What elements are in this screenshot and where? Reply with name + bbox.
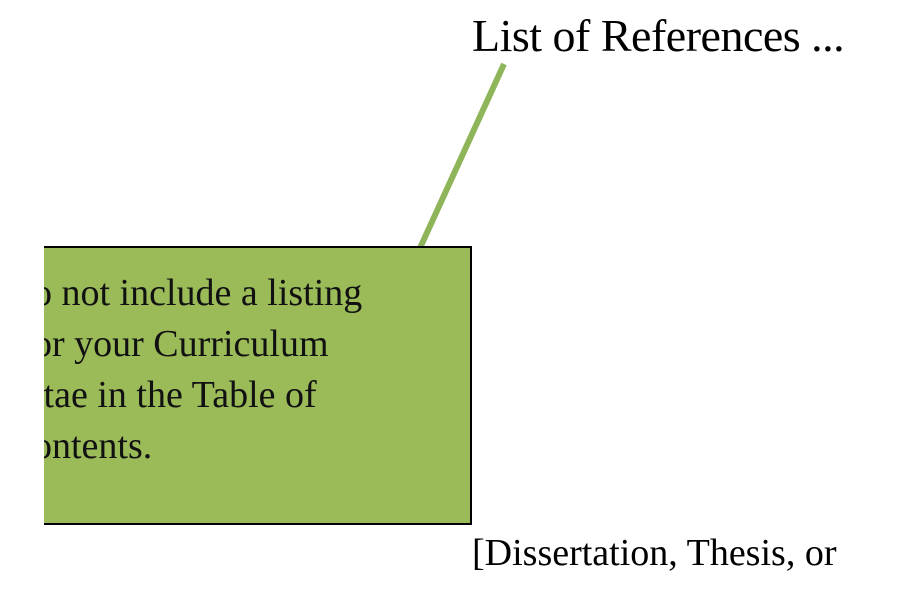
callout-line: o not include a listing	[44, 272, 363, 314]
comment-callout-box: o not include a listing or your Curricul…	[44, 246, 472, 525]
callout-line: or your Curriculum	[44, 323, 329, 365]
callout-line: itae in the Table of	[44, 374, 317, 416]
callout-text: o not include a listing or your Curricul…	[44, 268, 470, 472]
callout-line: ontents.	[44, 425, 153, 467]
callout-connector	[417, 62, 507, 250]
toc-entry-list-of-references: List of References ...	[472, 10, 845, 61]
document-type-placeholder: [Dissertation, Thesis, or	[472, 532, 837, 574]
